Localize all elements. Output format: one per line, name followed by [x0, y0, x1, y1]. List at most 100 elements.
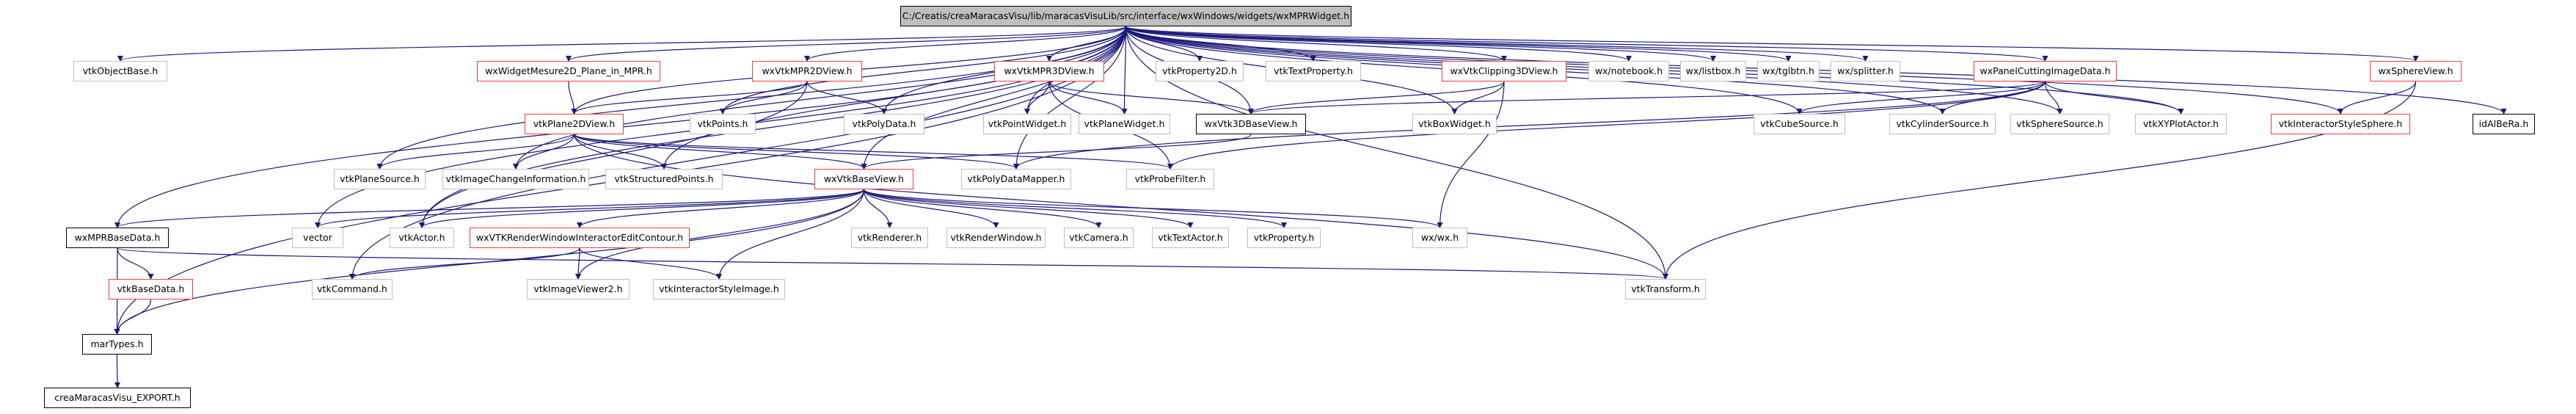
node-vtkCommand[interactable]: vtkCommand.h [312, 279, 393, 299]
edge-wxPanelCutting-to-wxVtk3DBaseView [1248, 81, 2046, 115]
node-vtkInteractorStyleImage[interactable]: vtkInteractorStyleImage.h [653, 279, 785, 299]
node-vtkPlaneSource[interactable]: vtkPlaneSource.h [334, 169, 426, 189]
node-vtkStructuredPoints[interactable]: vtkStructuredPoints.h [605, 169, 723, 189]
edge-root-to-wxVtkClipping3DView [1125, 26, 1507, 62]
edge-vtkBaseData-to-marTypes [114, 299, 152, 335]
node-vtkImageViewer2[interactable]: vtkImageViewer2.h [527, 279, 630, 299]
edge-wxVtkBaseView-to-vtkCamera [863, 189, 1102, 228]
node-wxVTKRenderWindowInteractorEditContour[interactable]: wxVTKRenderWindowInteractorEditContour.h [470, 228, 690, 248]
edge-vtkPlane2DView-to-vtkTransform [573, 134, 1668, 280]
edge-wxVTKRenderWindowInteractor-to-vtkImageViewer2 [575, 247, 582, 280]
edge-wxVTKRenderWindowInteractor-to-vtkInteractorStyleImage [579, 247, 722, 280]
node-wxPanelCuttingImageData[interactable]: wxPanelCuttingImageData.h [1974, 61, 2117, 81]
node-wxSplitter[interactable]: wx/splitter.h [1831, 61, 1900, 81]
edge-root-to-wxVtkBaseView [861, 26, 1127, 170]
node-vtkPlane2DView[interactable]: vtkPlane2DView.h [525, 114, 624, 134]
edge-wxVtkMPR3DView-to-vtkPlaneWidget [1048, 81, 1128, 115]
edge-wxVtkBaseView-to-wxwx [863, 189, 1443, 228]
edge-wxVtkBaseView-to-vtkRenderWindow [863, 189, 999, 228]
edge-wxPanelCutting-to-vtkProbeFilter [1167, 81, 2046, 170]
node-wxVtkMPR2DView[interactable]: wxVtkMPR2DView.h [752, 61, 862, 81]
node-vtkTextProperty[interactable]: vtkTextProperty.h [1266, 61, 1361, 81]
node-wxSphereView[interactable]: wxSphereView.h [2370, 61, 2462, 81]
node-vtkBoxWidget[interactable]: vtkBoxWidget.h [1412, 114, 1497, 134]
node-idAlBeRa[interactable]: idAlBeRa.h [2473, 114, 2535, 134]
edge-wxSphereView-to-vtkTransform [1663, 81, 2417, 280]
node-creaMaracasVisu-EXPORT[interactable]: creaMaracasVisu_EXPORT.h [44, 388, 191, 408]
edge-root-to-wxWidgetMesure2D [566, 26, 1127, 62]
edge-wxVtkMPR3DView-to-vtkPointWidget [1024, 81, 1050, 115]
node-vtkPolyDataMapper[interactable]: vtkPolyDataMapper.h [961, 169, 1071, 189]
node-vtkActor[interactable]: vtkActor.h [390, 228, 454, 248]
node-marTypes[interactable]: marTypes.h [82, 334, 152, 355]
edge-wxVtkBaseView-to-vtkActor [419, 189, 865, 228]
node-wxWidgetMesure2D[interactable]: wxWidgetMesure2D_Plane_in_MPR.h [477, 61, 660, 81]
edge-wxMPRBaseData-to-vtkBaseData [117, 247, 154, 280]
node-vtkProperty2D[interactable]: vtkProperty2D.h [1156, 61, 1244, 81]
edge-wxVtkMPR2DView-to-vtkPolyData [806, 81, 887, 115]
edge-vtkPlane2DView-to-vtkPolyDataMapper [573, 134, 1019, 170]
node-vtkInteractorStyleSphere[interactable]: vtkInteractorStyleSphere.h [2271, 114, 2410, 134]
node-vtkRenderer[interactable]: vtkRenderer.h [851, 228, 928, 248]
edge-root-to-vtkPlaneWidget [1121, 26, 1128, 115]
node-vtkRenderWindow[interactable]: vtkRenderWindow.h [946, 228, 1046, 248]
node-vtkTextActor[interactable]: vtkTextActor.h [1152, 228, 1229, 248]
node-vtkCamera[interactable]: vtkCamera.h [1064, 228, 1134, 248]
edge-wxVtkBaseView-to-vtkInteractorStyleImage [716, 189, 865, 280]
node-wxListbox[interactable]: wx/listbox.h [1680, 61, 1746, 81]
edge-wxSphereView-to-vtkInteractorStyleSphere [2338, 81, 2417, 115]
edge-wxPanelCutting-to-vtkCubeSource [1796, 81, 2046, 115]
node-vtkPlaneWidget[interactable]: vtkPlaneWidget.h [1079, 114, 1170, 134]
edge-root-to-vtkPolyDataMapper [1013, 26, 1127, 170]
node-wxVtkMPR3DView[interactable]: wxVtkMPR3DView.h [994, 61, 1104, 81]
node-wxVtk3DBaseView[interactable]: wxVtk3DBaseView.h [1196, 114, 1306, 134]
edge-wxPanelCutting-to-vtkXYPlotActor [2044, 81, 2184, 115]
node-vtkPointWidget[interactable]: vtkPointWidget.h [983, 114, 1071, 134]
node-wxNotebook[interactable]: wx/notebook.h [1588, 61, 1669, 81]
edge-wxVtkBaseView-to-vtkRenderer [863, 189, 893, 228]
node-vtkXYPlotActor[interactable]: vtkXYPlotActor.h [2135, 114, 2227, 134]
edge-wxVtkMPR2DView-to-vtkPlane2DView [571, 81, 808, 115]
edge-wxVtkMPR2DView-to-vtkPoints [720, 81, 808, 115]
edge-wxVtk3DBaseView-to-wxVtkBaseView [861, 134, 1252, 170]
node-vtkPolyData[interactable]: vtkPolyData.h [844, 114, 924, 134]
edge-wxPanelCutting-to-vtkSphereSource [2044, 81, 2063, 115]
node-root-wxMPRWidget[interactable]: C:/Creatis/creaMaracasVisu/lib/maracasVi… [900, 6, 1351, 26]
edge-wxPanelCutting-to-vtkPolyDataMapper [1013, 81, 2046, 170]
node-vtkObjectBase[interactable]: vtkObjectBase.h [73, 61, 167, 81]
node-wxTglbtn[interactable]: wx/tglbtn.h [1757, 61, 1820, 81]
edge-root-to-wxSplitter [1125, 26, 1869, 62]
edge-wxVtkClipping3DView-to-wxVtk3DBaseView [1248, 81, 1505, 115]
node-vtkSphereSource[interactable]: vtkSphereSource.h [2010, 114, 2109, 134]
node-vector[interactable]: vector [292, 228, 343, 248]
node-wxMPRBaseData[interactable]: wxMPRBaseData.h [66, 228, 169, 248]
edge-wxVtkBaseView-to-vector [315, 189, 865, 228]
node-vtkProperty[interactable]: vtkProperty.h [1247, 228, 1321, 248]
node-vtkCubeSource[interactable]: vtkCubeSource.h [1754, 114, 1845, 134]
edge-root-to-vtkPoints [720, 26, 1127, 115]
edge-root-to-vtkPlaneSource [376, 26, 1127, 170]
edge-wxVtkMPR2DView-to-vtkActor [419, 81, 808, 228]
edge-vtkPlane2DView-to-vtkImageChangeInformation [513, 134, 575, 170]
node-vtkImageChangeInformation[interactable]: vtkImageChangeInformation.h [442, 169, 589, 189]
node-vtkTransform[interactable]: vtkTransform.h [1625, 279, 1706, 299]
edge-vtkPlane2DView-to-vtkStructuredPoints [573, 134, 667, 170]
node-wx-wx[interactable]: wx/wx.h [1412, 228, 1467, 248]
edge-wxMPRBaseData-to-vtkTransform [117, 247, 1668, 280]
node-vtkProbeFilter[interactable]: vtkProbeFilter.h [1126, 169, 1214, 189]
edge-root-to-vtkObjectBase [117, 26, 1127, 62]
edge-root-to-wxVtkMPR2DView [804, 26, 1127, 62]
node-vtkCylinderSource[interactable]: vtkCylinderSource.h [1889, 114, 1996, 134]
edge-root-to-vtkProperty2D [1125, 26, 1203, 62]
edge-marTypes-to-creaMaracasVisuExport [114, 354, 120, 388]
node-wxVtkClipping3DView[interactable]: wxVtkClipping3DView.h [1442, 61, 1566, 81]
edge-vtkPlane2DView-to-wxVtkBaseView [573, 134, 867, 170]
node-wxVtkBaseView[interactable]: wxVtkBaseView.h [814, 169, 913, 189]
edge-wxWidgetMesure2D-to-vtkPlane2DView [568, 81, 577, 115]
edge-wxVtkMPR3DView-to-wxVtk3DBaseView [1048, 81, 1254, 115]
edge-vtkPlane2DView-to-vtkPlaneSource [376, 134, 575, 170]
node-vtkPoints[interactable]: vtkPoints.h [690, 114, 756, 134]
node-vtkBaseData[interactable]: vtkBaseData.h [109, 279, 193, 299]
edge-root-to-wxSphereView [1125, 26, 2418, 62]
